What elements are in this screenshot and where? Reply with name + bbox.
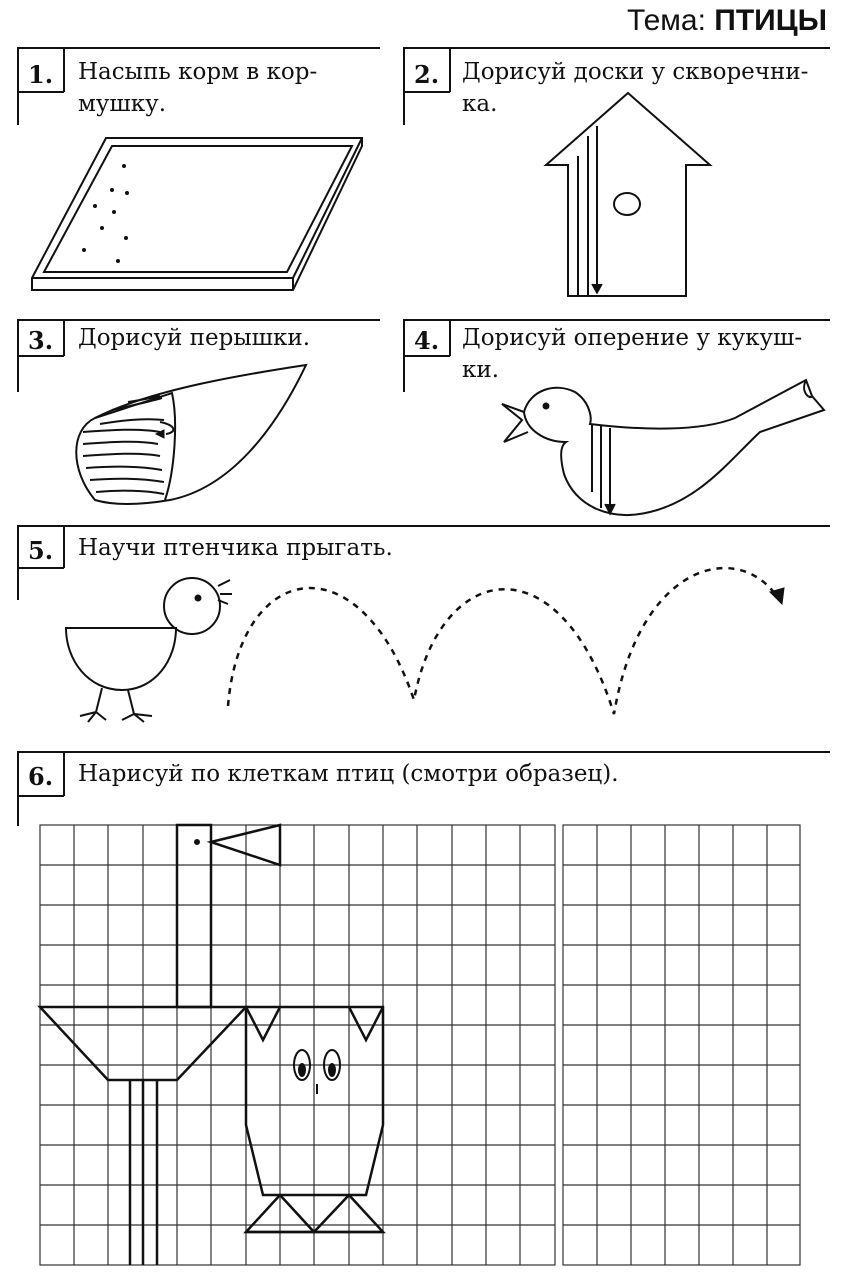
cuckoo-eye — [542, 402, 550, 410]
frame-task-1 — [17, 47, 380, 125]
owl-sample-drawing — [243, 1005, 386, 1234]
task-3-text: Дорисуй перышки. — [78, 322, 388, 354]
task-5-line1: Научи птенчика прыгать. — [78, 535, 393, 561]
task-5-text: Научи птенчика прыгать. — [78, 532, 678, 564]
frame-task-5 — [17, 525, 830, 600]
task-1-text: Насыпь корм в кор- мушку. — [78, 56, 388, 120]
birdhouse-hole — [613, 192, 641, 216]
birdhouse-arrow-icon — [591, 283, 603, 295]
task-2-text: Дорисуй доски у скворечни- ка. — [462, 56, 832, 120]
frame-task-3 — [17, 319, 380, 392]
chick-drawing — [64, 577, 232, 723]
task-4-number: 4. — [414, 326, 440, 355]
task-6-text: Нарисуй по клеткам птиц (смотри образец)… — [78, 758, 778, 790]
topic-label: Тема: — [626, 4, 706, 37]
task-4-line2: ки. — [462, 357, 500, 383]
task-6-line1: Нарисуй по клеткам птиц (смотри образец)… — [78, 761, 619, 787]
task-1-number: 1. — [28, 60, 54, 89]
frame-task-2 — [403, 47, 830, 125]
chick-eye — [194, 594, 202, 602]
task-2-line1: Дорисуй доски у скворечни- — [462, 59, 809, 85]
birdhouse-drawing — [543, 91, 713, 297]
task-1-line2: мушку. — [78, 91, 167, 117]
task-4-line1: Дорисуй оперение у кукуш- — [462, 325, 803, 351]
cuckoo-drawing — [501, 378, 826, 516]
task-2-number: 2. — [414, 60, 440, 89]
grid-right — [562, 824, 801, 1266]
goose-eye — [194, 839, 200, 845]
task-3-number: 3. — [28, 326, 54, 355]
wing-drawing — [75, 363, 308, 506]
task-2-line2: ка. — [462, 91, 498, 117]
task-5-number: 5. — [28, 536, 54, 565]
section-frames — [17, 47, 830, 826]
task-3-line1: Дорисуй перышки. — [78, 325, 311, 351]
task-1-line1: Насыпь корм в кор- — [78, 59, 318, 85]
jump-path-dashed — [226, 566, 780, 715]
topic-value: ПТИЦЫ — [714, 4, 827, 37]
task-6-number: 6. — [28, 762, 54, 791]
frame-task-4 — [403, 319, 830, 392]
wing-arrow-icon — [154, 429, 165, 439]
task-4-text: Дорисуй оперение у кукуш- ки. — [462, 322, 837, 386]
grid-left — [39, 824, 556, 1266]
goose-sample-drawing — [37, 823, 282, 1265]
owl-eyes — [293, 1049, 341, 1094]
topic-header: Тема: ПТИЦЫ — [627, 4, 827, 38]
jump-arrow-icon — [769, 587, 785, 606]
feeder-tray-drawing — [31, 137, 363, 291]
frame-task-6 — [17, 751, 830, 826]
cuckoo-arrow-icon — [604, 503, 616, 516]
feeder-seeds — [82, 164, 129, 263]
